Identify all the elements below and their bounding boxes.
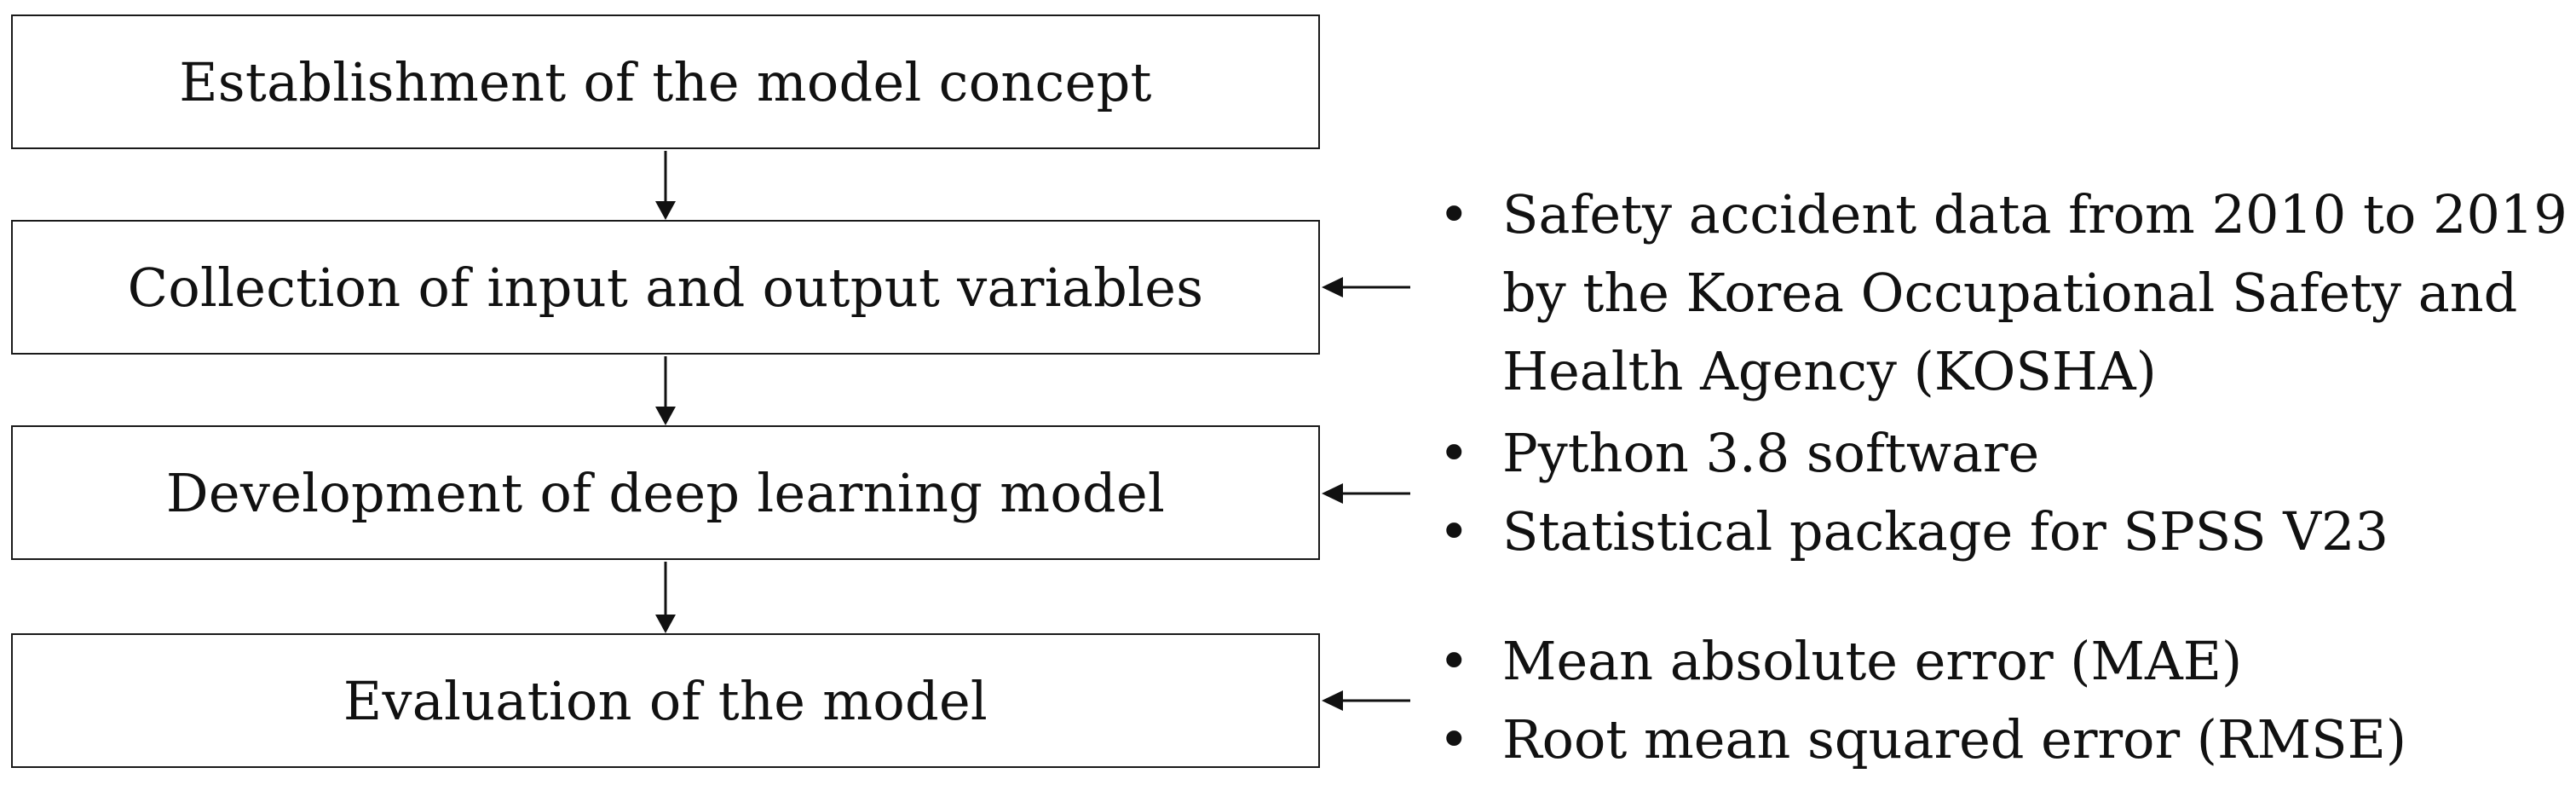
- step-box-model-evaluation: Evaluation of the model: [11, 633, 1320, 768]
- notes-tools: Python 3.8 software Statistical package …: [1432, 414, 2389, 571]
- step-label: Evaluation of the model: [343, 669, 988, 732]
- note-text: Root mean squared error (RMSE): [1502, 708, 2407, 771]
- note-text: Safety accident data from 2010 to 2019: [1502, 183, 2567, 245]
- note-text: Statistical package for SPSS V23: [1502, 500, 2389, 563]
- note-item: Safety accident data from 2010 to 2019: [1432, 176, 2567, 254]
- step-label: Development of deep learning model: [165, 461, 1166, 524]
- step-box-data-collection: Collection of input and output variables: [11, 220, 1320, 355]
- note-item: Mean absolute error (MAE): [1432, 622, 2406, 701]
- left-arrow: [1322, 690, 1410, 711]
- note-text: Python 3.8 software: [1502, 422, 2040, 484]
- note-item: Statistical package for SPSS V23: [1432, 493, 2389, 571]
- note-text: Mean absolute error (MAE): [1502, 630, 2243, 692]
- left-arrow: [1322, 277, 1410, 297]
- note-continuation: by the Korea Occupational Safety and: [1432, 254, 2567, 332]
- note-text: by the Korea Occupational Safety and: [1502, 262, 2518, 324]
- down-arrow: [655, 356, 676, 425]
- note-text: Health Agency (KOSHA): [1502, 340, 2157, 402]
- step-label: Establishment of the model concept: [179, 50, 1152, 113]
- note-item: Root mean squared error (RMSE): [1432, 701, 2406, 779]
- down-arrow: [655, 562, 676, 633]
- step-box-model-concept: Establishment of the model concept: [11, 14, 1320, 149]
- note-continuation: Health Agency (KOSHA): [1432, 332, 2567, 411]
- notes-metrics: Mean absolute error (MAE) Root mean squa…: [1432, 622, 2406, 779]
- notes-data-sources: Safety accident data from 2010 to 2019 b…: [1432, 176, 2567, 411]
- step-label: Collection of input and output variables: [127, 256, 1204, 319]
- note-item: Python 3.8 software: [1432, 414, 2389, 493]
- left-arrow: [1322, 483, 1410, 504]
- down-arrow: [655, 151, 676, 220]
- step-box-model-development: Development of deep learning model: [11, 425, 1320, 560]
